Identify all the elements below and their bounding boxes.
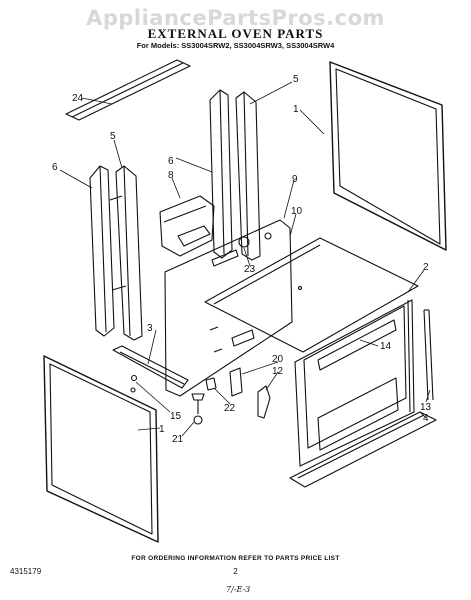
callout-21: 21 xyxy=(172,434,184,445)
part-2-front-frame xyxy=(294,299,415,467)
leader-lines xyxy=(59,81,431,437)
part-1-side-panel-left xyxy=(43,355,159,543)
models-subtitle: For Models: SS3004SRW2, SS3004SRW3, SS30… xyxy=(136,41,335,50)
part-4-kick-panel xyxy=(289,411,437,488)
callout-8: 8 xyxy=(168,170,174,181)
part-8-bracket xyxy=(159,195,215,257)
callout-6: 6 xyxy=(168,156,174,167)
callout-2: 2 xyxy=(423,262,429,273)
page-number: 2 xyxy=(233,567,238,576)
callout-10: 10 xyxy=(291,206,303,217)
part-6-center-frame xyxy=(209,89,261,261)
callout-12: 12 xyxy=(272,366,284,377)
part-2-cooktop-top xyxy=(204,237,419,353)
ordering-note: FOR ORDERING INFORMATION REFER TO PARTS … xyxy=(131,555,340,562)
callout-1: 1 xyxy=(293,104,299,115)
part-12-hinge xyxy=(257,385,271,419)
callout-labels: 24 5 1 5 6 6 8 9 10 23 2 3 14 20 12 13 4… xyxy=(52,74,432,445)
handwritten-mark: 7/-E-3 xyxy=(226,585,251,594)
part-1-side-panel-right xyxy=(329,61,447,251)
watermark: AppliancePartsPros.com xyxy=(86,6,385,30)
callout-24: 24 xyxy=(72,93,84,104)
part-3-lower-trim xyxy=(112,345,189,389)
callout-15: 15 xyxy=(170,411,182,422)
callout-14: 14 xyxy=(380,341,392,352)
callout-23: 23 xyxy=(244,264,256,275)
callout-5: 5 xyxy=(293,74,299,85)
part-24-top-trim xyxy=(65,59,191,121)
callout-22: 22 xyxy=(224,403,236,414)
part-20-hinge-bracket xyxy=(205,367,243,397)
page-title: EXTERNAL OVEN PARTS xyxy=(147,26,324,41)
callout-3: 3 xyxy=(147,323,153,334)
part-21-screw xyxy=(191,393,205,425)
callout-1: 1 xyxy=(159,424,165,435)
callout-13: 13 xyxy=(420,402,432,413)
part-6-left-frame xyxy=(89,165,143,341)
callout-6: 6 xyxy=(52,162,58,173)
document-number: 4315179 xyxy=(10,567,42,576)
callout-4: 4 xyxy=(423,413,429,424)
callout-9: 9 xyxy=(292,174,298,185)
part-9-back-panel xyxy=(164,219,293,397)
part-13-trim-strip xyxy=(423,309,434,401)
callout-5: 5 xyxy=(110,131,116,142)
part-15-screw xyxy=(130,374,138,393)
callout-20: 20 xyxy=(272,354,284,365)
